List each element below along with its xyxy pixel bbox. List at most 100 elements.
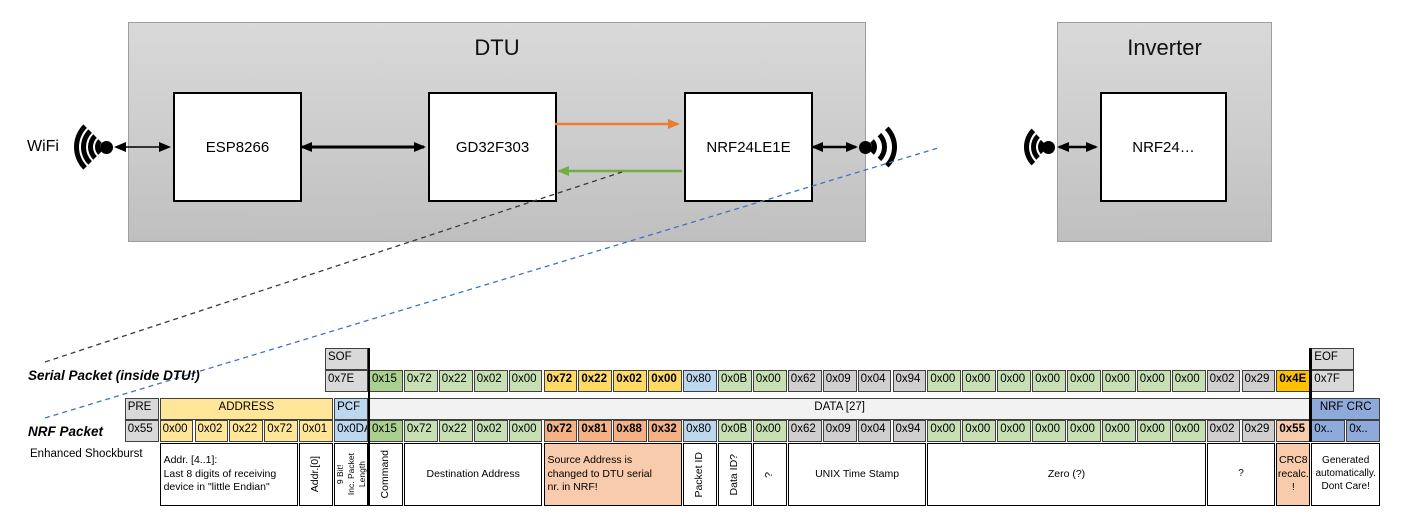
annotation-cell: Generated automatically. Dont Care! xyxy=(1311,443,1381,506)
address-byte-cell: 0x02 xyxy=(194,420,229,442)
nrf-byte-cell: 0x55 xyxy=(1276,420,1311,442)
serial-byte-cell: 0x00 xyxy=(962,370,997,392)
serial-byte-cell: 0x22 xyxy=(578,370,613,392)
annotation-cell: Destination Address xyxy=(403,443,543,506)
annotation-text: Generated automatically. Dont Care! xyxy=(1315,455,1376,492)
chip-nrf24le1e: NRF24LE1E xyxy=(684,92,813,202)
annotation-cell: ? xyxy=(752,443,787,506)
serial-byte-cell: 0x94 xyxy=(892,370,927,392)
annotation-cell: Zero (?) xyxy=(927,443,1206,506)
nrf-byte-cell: 0x00 xyxy=(927,420,962,442)
annotation-text: CRC8 recalc. ! xyxy=(1277,454,1309,494)
annotation-cell: Source Address is changed to DTU serial … xyxy=(543,443,683,506)
data-start-separator xyxy=(367,348,371,506)
serial-byte-cell: 0x04 xyxy=(857,370,892,392)
annotation-text: Zero (?) xyxy=(1047,467,1086,480)
annotation-text: Packet ID xyxy=(693,451,706,498)
wifi-label: WiFi xyxy=(27,138,59,155)
chip-gd32f303: GD32F303 xyxy=(428,92,557,202)
nrf-byte-cell: 0x00 xyxy=(1032,420,1066,442)
annotation-text: Addr. [4..1]: Last 8 digits of receiving… xyxy=(163,454,277,494)
serial-byte-cell: 0x0B xyxy=(718,370,752,392)
annotation-cell: Addr.[0] xyxy=(299,443,334,506)
nrf-byte-cell: 0x0B xyxy=(718,420,752,442)
chip-nrf24-inverter: NRF24… xyxy=(1100,92,1227,202)
nrf-packet-label: NRF Packet xyxy=(28,424,104,439)
annotation-text: Destination Address xyxy=(426,467,520,480)
nrf-byte-cell: 0x09 xyxy=(822,420,857,442)
serial-byte-cell: 0x80 xyxy=(683,370,717,392)
serial-byte-cell: 0x00 xyxy=(752,370,787,392)
chip-esp8266-label: ESP8266 xyxy=(205,138,270,156)
nrf-byte-cell: 0x88 xyxy=(613,420,648,442)
sof-value-cell: 0x7E xyxy=(325,370,368,392)
annotation-cell: CRC8 recalc. ! xyxy=(1276,443,1311,506)
serial-byte-cell: 0x22 xyxy=(438,370,473,392)
inverter-title: Inverter xyxy=(1127,35,1202,60)
sof-header-cell: SOF xyxy=(325,348,368,370)
serial-packet-label: Serial Packet (inside DTU!) xyxy=(28,368,200,383)
serial-byte-cell: 0x00 xyxy=(648,370,683,392)
nrf-byte-cell: 0x00 xyxy=(752,420,787,442)
serial-byte-cell: 0x00 xyxy=(1136,370,1171,392)
data-end-separator xyxy=(1309,348,1313,442)
nrf-crc-header-cell: NRF CRC xyxy=(1311,398,1381,420)
nrf-byte-cell: 0x00 xyxy=(997,420,1032,442)
chip-nrf24le1e-label: NRF24LE1E xyxy=(706,138,791,156)
nrf-byte-cell: 0x72 xyxy=(543,420,578,442)
nrf-byte-cell: 0x02 xyxy=(473,420,508,442)
nrf-byte-cell: 0x02 xyxy=(1206,420,1241,442)
serial-byte-cell: 0x62 xyxy=(787,370,822,392)
annotation-cell: Packet ID xyxy=(683,443,717,506)
address-byte-cell: 0x00 xyxy=(159,420,194,442)
annotation-text: Command xyxy=(379,450,392,499)
nrf-byte-cell: 0x72 xyxy=(403,420,438,442)
address-byte-cell: 0x72 xyxy=(264,420,299,442)
serial-byte-cell: 0x00 xyxy=(997,370,1032,392)
annotation-cell: ? xyxy=(1206,443,1276,506)
chip-nrf24-inverter-label: NRF24… xyxy=(1132,138,1195,156)
serial-byte-cell: 0x00 xyxy=(1101,370,1136,392)
address-header-cell: ADDRESS xyxy=(159,398,334,420)
serial-byte-cell: 0x00 xyxy=(1067,370,1101,392)
nrf-byte-cell: 0x04 xyxy=(857,420,892,442)
serial-byte-cell: 0x00 xyxy=(1032,370,1066,392)
nrf-byte-cell: 0x29 xyxy=(1241,420,1276,442)
nrf-byte-cell: 0x00 xyxy=(962,420,997,442)
nrf-byte-cell: 0x00 xyxy=(1067,420,1101,442)
serial-byte-cell: 0x00 xyxy=(927,370,962,392)
address-byte-cell: 0x22 xyxy=(229,420,264,442)
dtu-title: DTU xyxy=(474,35,520,60)
annotation-text: Data ID? xyxy=(728,453,741,496)
serial-byte-cell: 0x72 xyxy=(403,370,438,392)
enhanced-shockburst-label: Enhanced Shockburst xyxy=(30,448,143,460)
eof-value-cell: 0x7F xyxy=(1311,370,1355,392)
pcf-header-cell: PCF xyxy=(334,398,368,420)
pcf-value-cell: 0x0DA xyxy=(334,420,368,442)
annotation-cell: 9 Bit! Inc. Packet Length xyxy=(334,443,368,506)
annotation-text: ? xyxy=(1238,468,1244,480)
serial-byte-cell: 0x02 xyxy=(613,370,648,392)
serial-byte-cell: 0x4E xyxy=(1276,370,1311,392)
nrf-byte-cell: 0x22 xyxy=(438,420,473,442)
annotation-text: UNIX Time Stamp xyxy=(815,467,900,480)
nrf-byte-cell: 0x81 xyxy=(578,420,613,442)
nrf-byte-cell: 0x15 xyxy=(369,420,403,442)
serial-byte-cell: 0x29 xyxy=(1241,370,1276,392)
chip-esp8266: ESP8266 xyxy=(173,92,302,202)
address-byte-cell: 0x01 xyxy=(299,420,334,442)
data-header-cell: DATA [27] xyxy=(369,398,1311,420)
nrf-byte-cell: 0x80 xyxy=(683,420,717,442)
serial-byte-cell: 0x00 xyxy=(1171,370,1206,392)
nrf-byte-cell: 0x00 xyxy=(1171,420,1206,442)
annotation-text: Source Address is changed to DTU serial … xyxy=(547,454,652,494)
serial-byte-cell: 0x02 xyxy=(1206,370,1241,392)
annotation-cell: Addr. [4..1]: Last 8 digits of receiving… xyxy=(159,443,299,506)
pre-header-cell: PRE xyxy=(124,398,159,420)
serial-byte-cell: 0x02 xyxy=(473,370,508,392)
nrf-byte-cell: 0x00 xyxy=(508,420,543,442)
nrf-crc-value-cell: 0x.. xyxy=(1311,420,1346,442)
chip-gd32f303-label: GD32F303 xyxy=(455,138,530,156)
annotation-cell: UNIX Time Stamp xyxy=(787,443,927,506)
